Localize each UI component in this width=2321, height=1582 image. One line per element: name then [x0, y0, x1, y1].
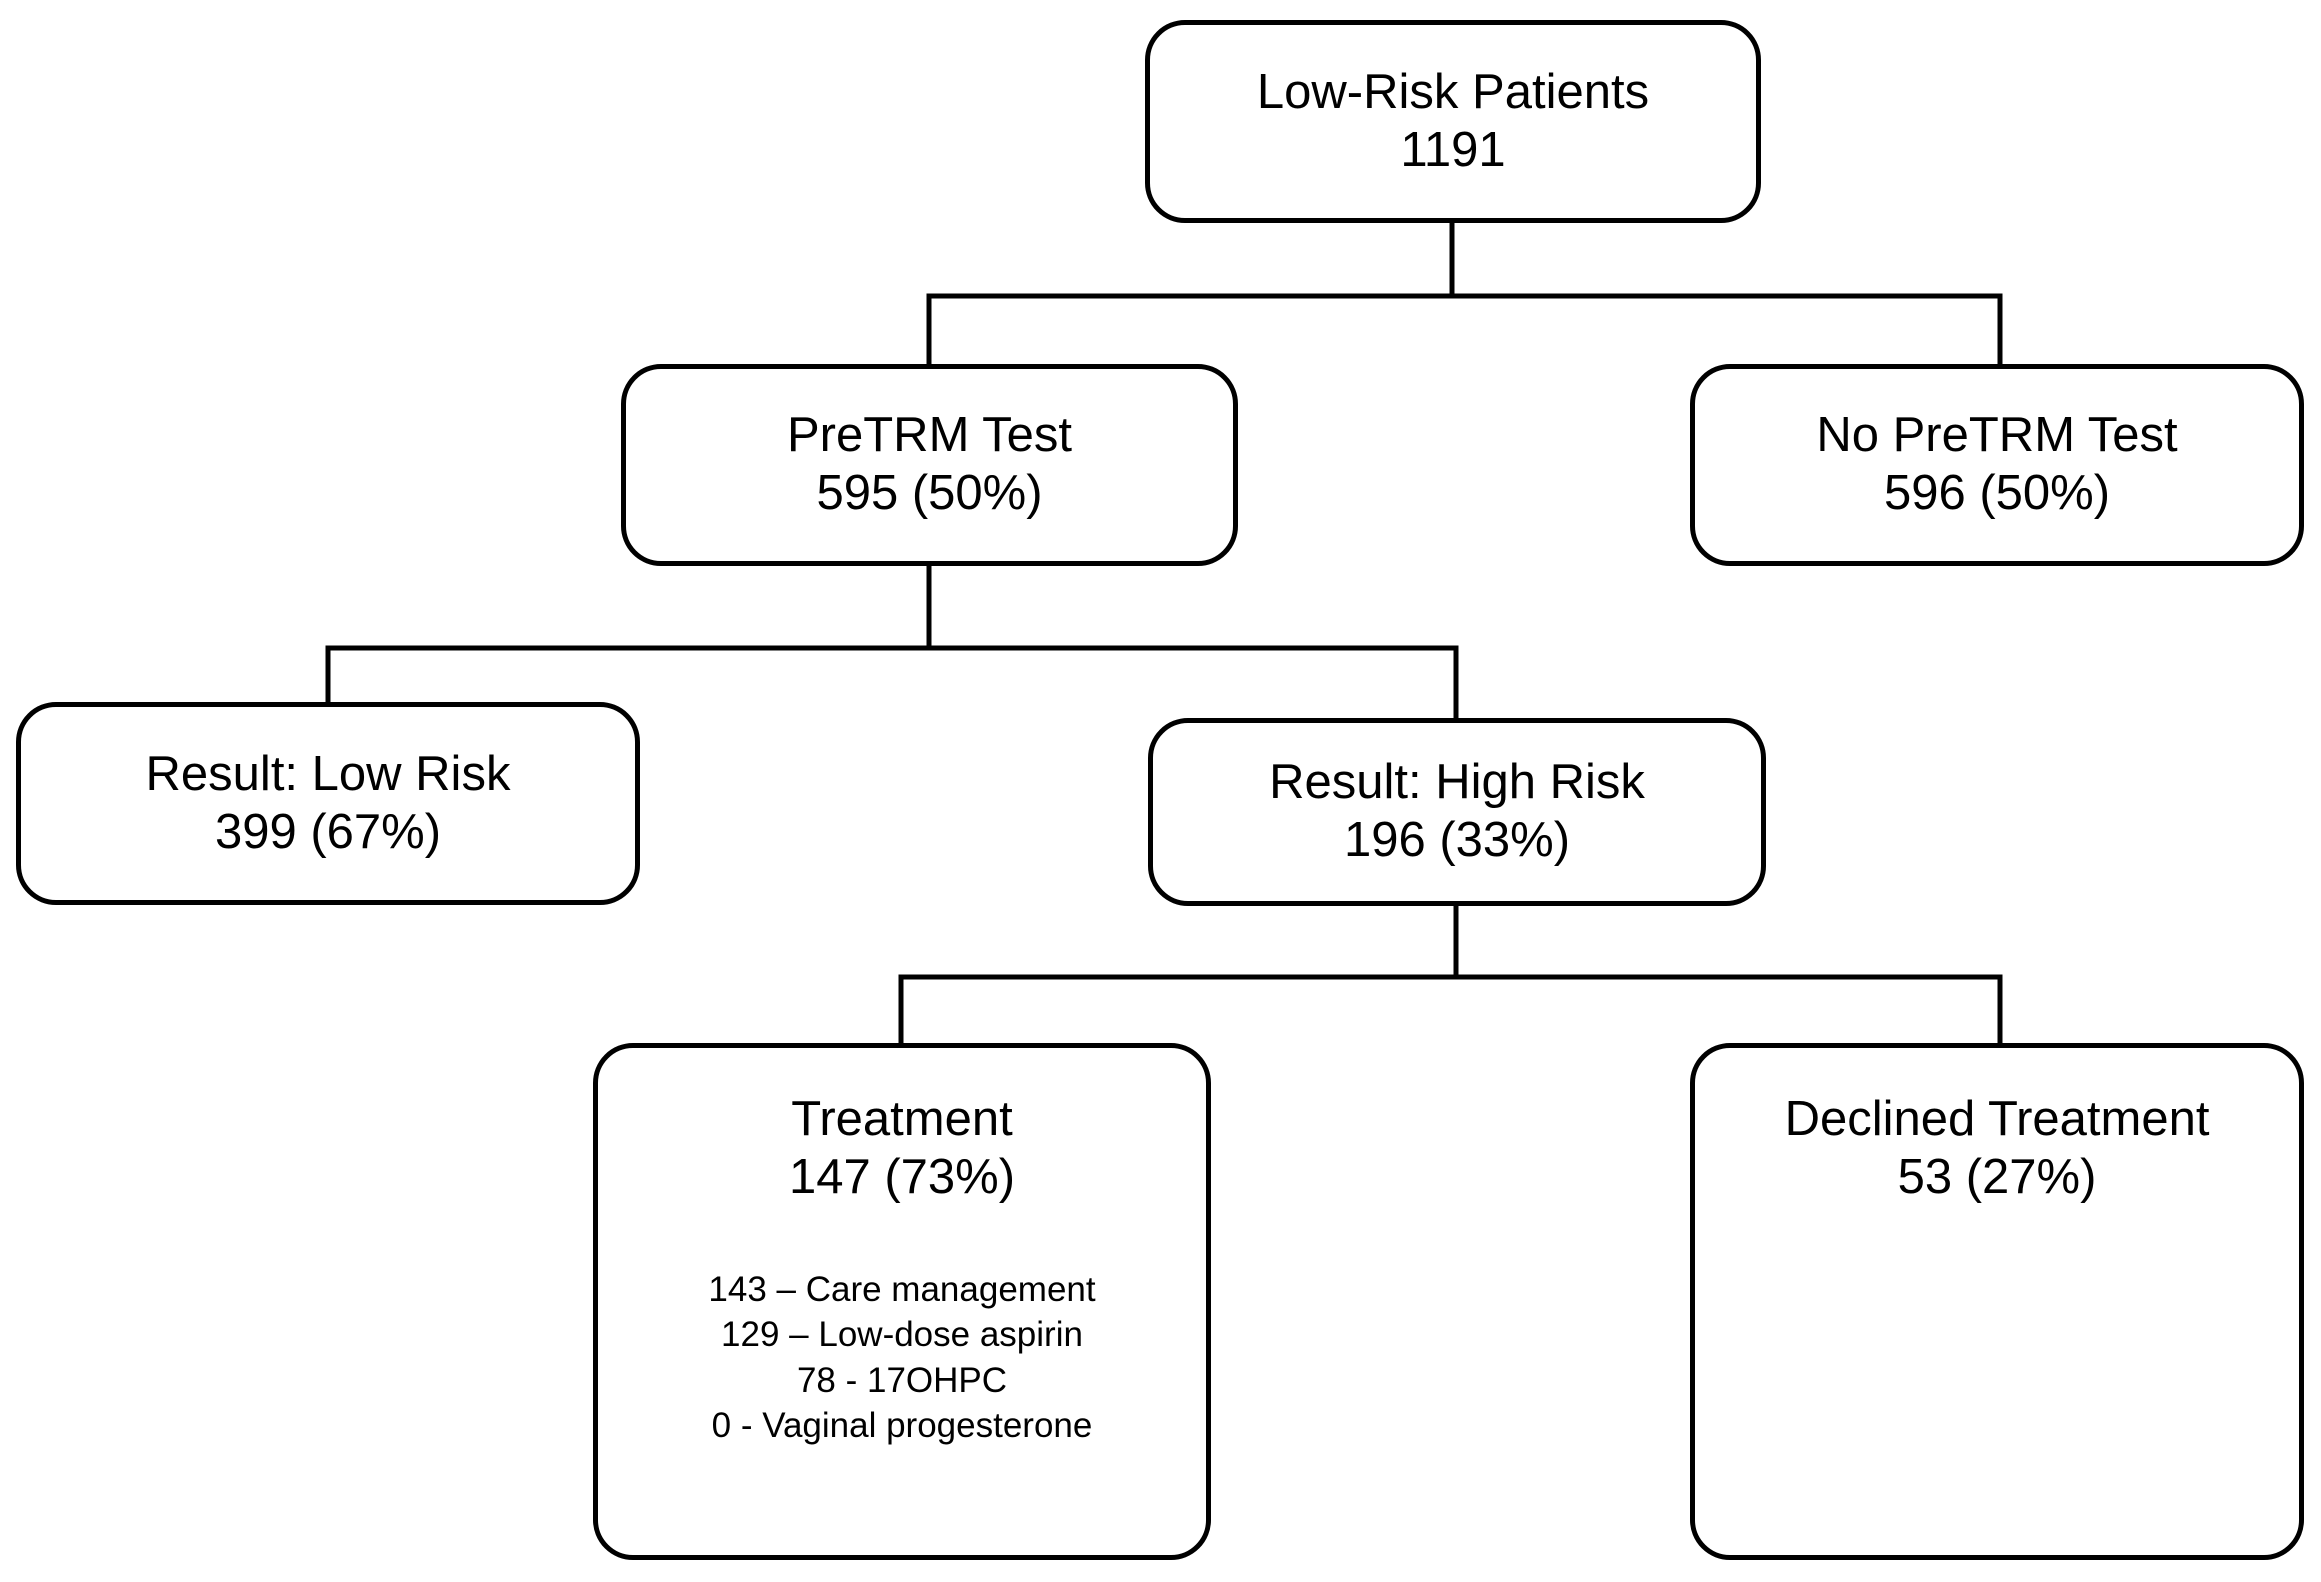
- node-result-low-risk: Result: Low Risk 399 (67%): [16, 702, 640, 905]
- edge-high-risk-to-treatment: [898, 903, 2003, 1046]
- node-title: Result: Low Risk: [145, 746, 511, 801]
- node-result-high-risk: Result: High Risk 196 (33%): [1148, 718, 1766, 906]
- edge-root-to-pretrm-test: [926, 220, 2003, 367]
- node-count: 196 (33%): [1343, 813, 1571, 867]
- node-count: 399 (67%): [214, 804, 442, 859]
- node-treatment: Treatment 147 (73%) 143 – Care managemen…: [593, 1043, 1211, 1560]
- node-title: No PreTRM Test: [1816, 408, 2178, 463]
- node-count: 595 (50%): [816, 466, 1043, 520]
- treatment-detail-line: 78 - 17OHPC: [796, 1360, 1008, 1400]
- node-no-pretrm-test: No PreTRM Test 596 (50%): [1690, 364, 2304, 566]
- treatment-detail-line: 129 – Low-dose aspirin: [721, 1315, 1083, 1355]
- node-title: Low-Risk Patients: [1256, 64, 1650, 119]
- node-title: Declined Treatment: [1784, 1092, 2210, 1146]
- node-count: 147 (73%): [788, 1149, 1016, 1204]
- edge-pretrm-to-result-low-risk: [325, 563, 1459, 705]
- node-title: PreTRM Test: [787, 408, 1072, 463]
- node-pretrm-test: PreTRM Test 595 (50%): [621, 364, 1238, 566]
- node-count: 596 (50%): [1883, 466, 2111, 520]
- node-title: Result: High Risk: [1269, 755, 1645, 810]
- treatment-detail-line: 0 - Vaginal progesterone: [711, 1406, 1093, 1446]
- node-count: 53 (27%): [1897, 1149, 2097, 1204]
- node-count: 1191: [1400, 122, 1506, 177]
- treatment-detail-line: 143 – Care management: [708, 1269, 1096, 1309]
- treatment-detail-list: 143 – Care management 129 – Low-dose asp…: [708, 1267, 1095, 1449]
- node-declined-treatment: Declined Treatment 53 (27%): [1690, 1043, 2304, 1560]
- node-title: Treatment: [791, 1092, 1013, 1146]
- node-low-risk-patients: Low-Risk Patients 1191: [1145, 20, 1761, 223]
